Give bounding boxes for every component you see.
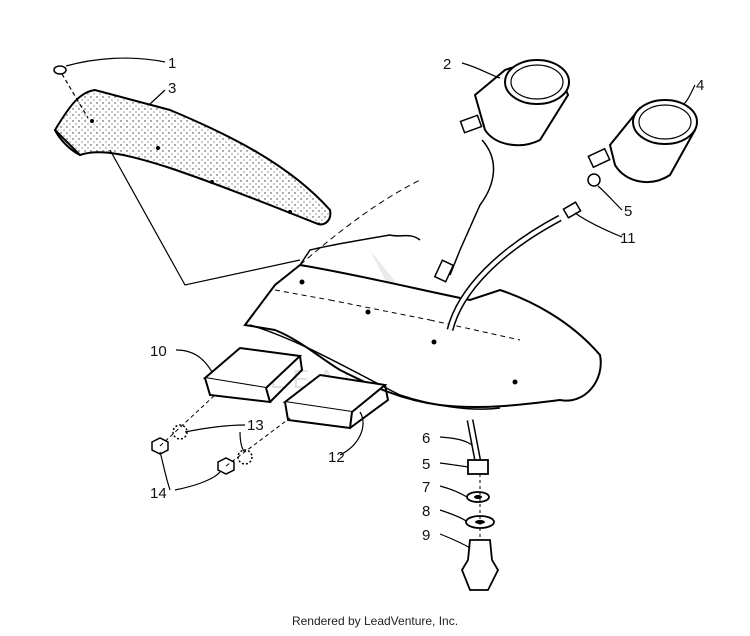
bracket-part-10 (202, 346, 304, 404)
callout-labels: 1 3 2 4 5 11 10 13 14 12 6 5 7 8 9 (150, 55, 704, 544)
callout-12: 12 (328, 449, 345, 466)
cable-part-6 (446, 214, 562, 463)
callout-4: 4 (696, 77, 704, 94)
hardware-parts-13-14 (151, 394, 291, 475)
windshield-part-3 (53, 88, 332, 286)
callout-10: 10 (150, 343, 167, 360)
callout-14: 14 (150, 485, 167, 502)
callout-5-upper: 5 (624, 203, 632, 220)
footer-credit: Rendered by LeadVenture, Inc. (291, 614, 459, 628)
callout-1: 1 (168, 55, 176, 72)
callout-5-lower: 5 (422, 456, 430, 473)
bracket-part-12 (282, 373, 390, 430)
callout-9: 9 (422, 527, 430, 544)
callout-8: 8 (422, 503, 430, 520)
callout-7: 7 (422, 479, 430, 496)
screw-part-1 (53, 65, 89, 119)
cable-fittings-5-7-8-9 (460, 459, 500, 591)
callout-2: 2 (443, 56, 451, 73)
gauge-part-2 (433, 59, 570, 283)
callout-11: 11 (620, 230, 636, 247)
gauge-part-4 (562, 99, 698, 219)
callout-3: 3 (168, 80, 176, 97)
callout-13: 13 (247, 417, 264, 434)
callout-6: 6 (422, 430, 430, 447)
leader-lines (65, 57, 696, 549)
console-panel (243, 179, 602, 410)
